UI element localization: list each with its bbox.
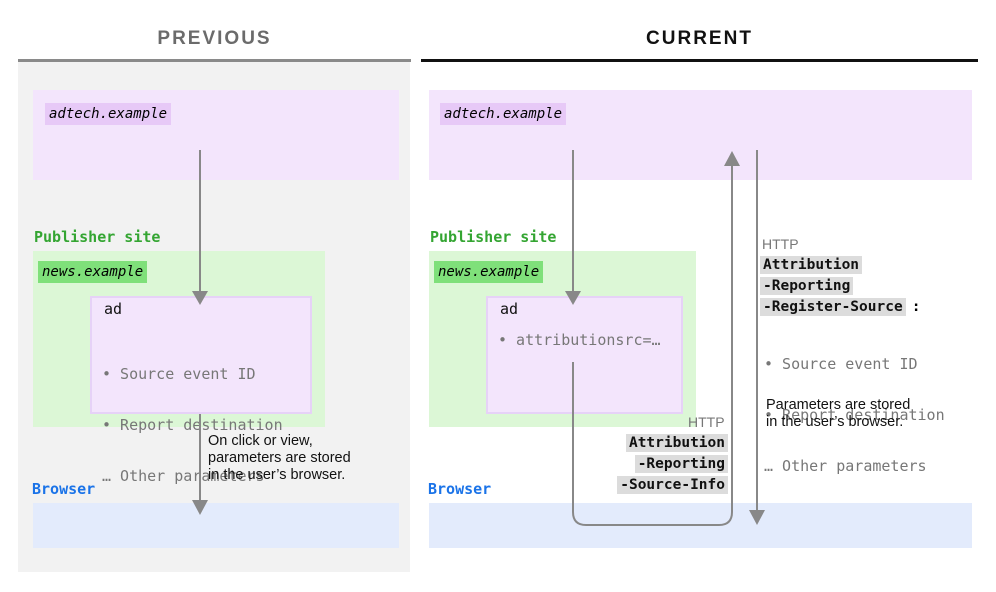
previous-ad-params: • Source event ID • Report destination …… <box>102 332 283 502</box>
response-params: • Source event ID • Report destination …… <box>764 322 945 492</box>
previous-note: On click or view, parameters are stored … <box>208 433 351 484</box>
param-item: … Other parameters <box>764 457 927 475</box>
previous-ad-title: ad <box>104 300 123 318</box>
current-browser-label: Browser <box>428 480 492 498</box>
current-header: CURRENT <box>646 28 753 49</box>
response-headers: Attribution -Reporting -Register-Source: <box>760 256 920 316</box>
current-publisher-label: Publisher site <box>430 228 557 246</box>
note-line: in the user’s browser. <box>208 467 346 483</box>
previous-header-rule <box>18 59 411 62</box>
request-header-line: -Source-Info <box>617 476 728 494</box>
previous-browser-box <box>33 503 399 548</box>
response-http-label: HTTP <box>762 236 799 252</box>
previous-header: PREVIOUS <box>157 28 272 49</box>
note-line: in the user’s browser. <box>766 414 904 430</box>
previous-browser-label: Browser <box>32 480 96 498</box>
param-item: • Source event ID <box>102 365 256 383</box>
previous-publisher-chip: news.example <box>38 261 148 283</box>
current-browser-box <box>429 503 972 548</box>
request-header-line: -Reporting <box>634 455 728 473</box>
current-adtech-chip: adtech.example <box>440 103 567 125</box>
request-http-label: HTTP <box>688 414 725 430</box>
param-item: • Report destination <box>764 406 945 424</box>
previous-adtech-chip: adtech.example <box>45 103 172 125</box>
request-headers: Attribution -Reporting -Source-Info <box>606 434 728 494</box>
param-item: … Other parameters <box>102 467 265 485</box>
previous-publisher-label: Publisher site <box>34 228 161 246</box>
request-header-line: Attribution <box>625 434 728 452</box>
param-item: • Source event ID <box>764 355 918 373</box>
current-header-rule <box>421 59 978 62</box>
response-note: Parameters are stored in the user’s brow… <box>766 397 910 431</box>
response-colon: : <box>911 299 921 315</box>
note-line: On click or view, <box>208 433 313 449</box>
current-ad-title: ad <box>500 300 519 318</box>
note-line: Parameters are stored <box>766 397 911 413</box>
response-header-line: -Register-Source <box>760 298 906 316</box>
current-publisher-chip: news.example <box>434 261 544 283</box>
param-item: • Report destination <box>102 416 283 434</box>
note-line: parameters are stored <box>208 450 351 466</box>
response-header-line: -Reporting <box>760 277 854 295</box>
current-ad-param: • attributionsrc=… <box>498 331 661 349</box>
response-header-line: Attribution <box>760 256 863 274</box>
